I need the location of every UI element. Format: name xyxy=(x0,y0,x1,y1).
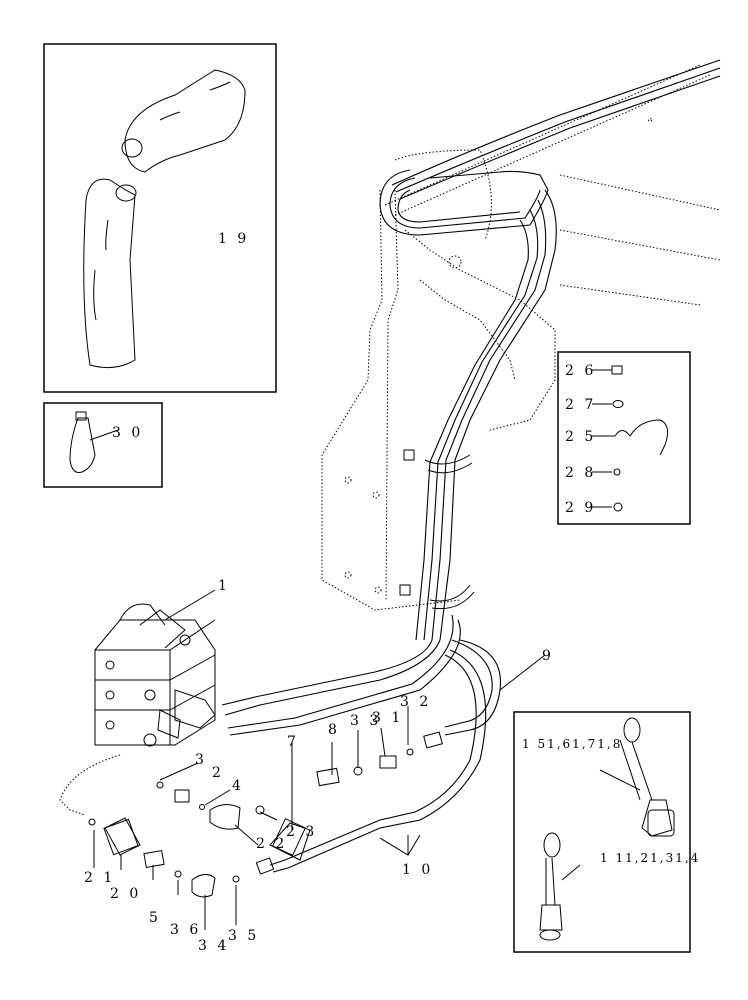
callout-19: 1 9 xyxy=(218,231,249,247)
hardware-item-29: 2 9 xyxy=(565,500,596,516)
callout-31: 3 1 xyxy=(372,710,403,726)
hydraulic-pipes xyxy=(221,59,721,875)
callout-3: 3 xyxy=(195,752,207,768)
callout-8: 8 xyxy=(328,722,340,738)
hardware-item-27: 2 7 xyxy=(565,397,596,413)
callout-1: 1 xyxy=(218,578,230,594)
callout-5: 5 xyxy=(149,910,161,926)
callout-23: 2 3 xyxy=(286,824,317,840)
control-valve xyxy=(94,603,216,747)
plug-labels: 1 51,61,71,8 1 11,21,31,4 xyxy=(522,737,700,865)
callout-32: 3 2 xyxy=(400,694,431,710)
callout-20: 2 0 xyxy=(110,886,141,902)
hardware-detail-box xyxy=(557,351,691,525)
callout-9: 9 xyxy=(542,648,554,664)
callout-10: 1 0 xyxy=(402,862,433,878)
hose-detail-box xyxy=(43,43,277,393)
callout-4: 4 xyxy=(232,778,244,794)
callout-35: 3 5 xyxy=(228,928,259,944)
callout-30: 3 0 xyxy=(112,425,143,441)
callout-7: 7 xyxy=(287,734,299,750)
callout-34: 3 4 xyxy=(198,938,229,954)
callout-36: 3 6 xyxy=(170,922,201,938)
callout-33: 3 3 xyxy=(350,713,381,729)
plug-bottom-label: 1 11,21,31,4 xyxy=(600,851,700,865)
hardware-item-28: 2 8 xyxy=(565,465,596,481)
callout-21: 2 1 xyxy=(84,870,115,886)
plug-top-label: 1 51,61,71,8 xyxy=(522,737,622,751)
hardware-labels: 2 6 2 7 2 5 2 8 2 9 xyxy=(565,363,596,516)
fittings xyxy=(59,748,414,898)
hardware-item-26: 2 6 xyxy=(565,363,596,379)
plug-detail-box xyxy=(513,711,691,953)
callout-22: 2 2 xyxy=(256,836,287,852)
callout-labels: 1 9 1 0 1 9 3 0 7 8 3 3 3 1 3 2 3 2 4 2 … xyxy=(84,231,554,954)
hardware-item-25: 2 5 xyxy=(565,429,596,445)
callout-2: 2 xyxy=(212,765,224,781)
tractor-frame-outline xyxy=(321,64,721,611)
strap-detail-box xyxy=(43,402,163,488)
